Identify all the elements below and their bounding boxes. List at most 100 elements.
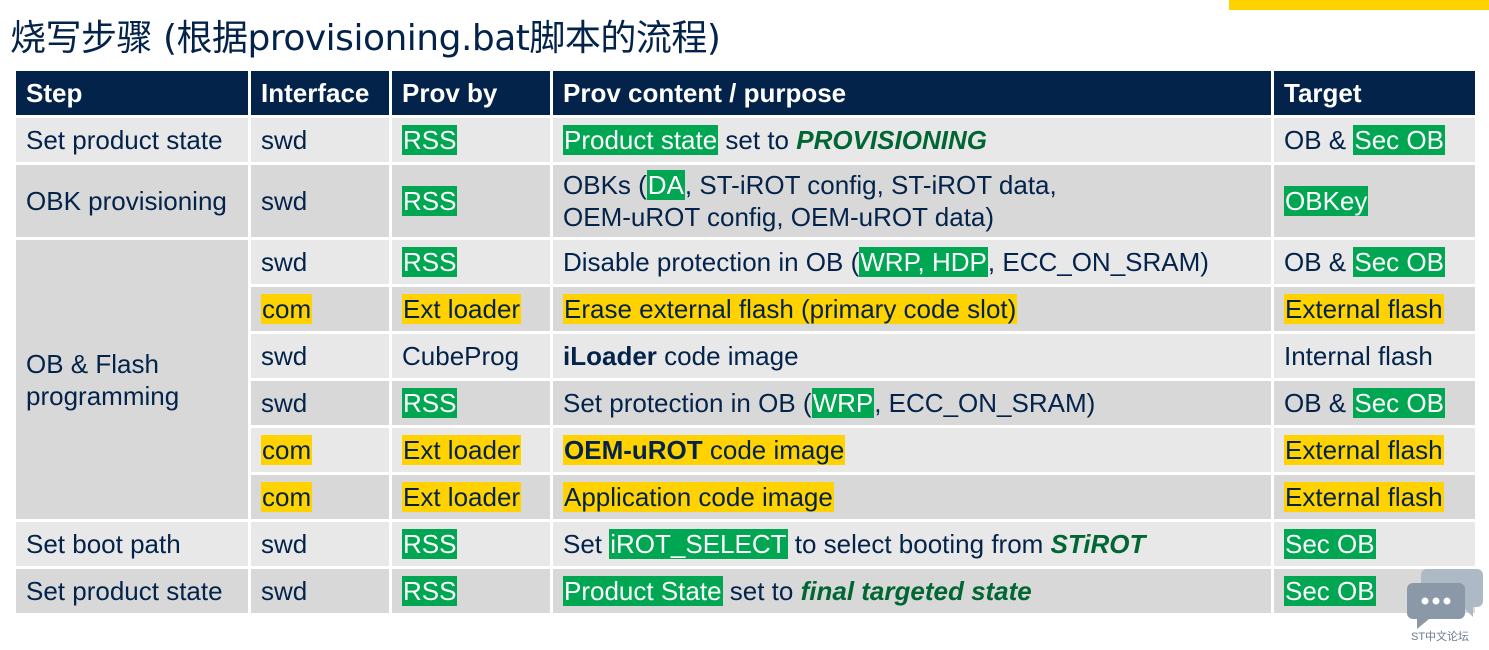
interface-cell: com [248, 472, 392, 522]
prov-by-cell: RSS [389, 566, 553, 616]
target-cell: External flash [1271, 284, 1478, 334]
table-row: swd RSS Set protection in OB (WRP, ECC_O… [15, 378, 1478, 428]
prov-by-highlight: Ext loader [402, 481, 522, 512]
target-cell: External flash [1271, 472, 1478, 522]
content-highlight: Product state [563, 124, 719, 155]
content-cell: Product State set to final targeted stat… [550, 566, 1274, 616]
table-header-row: Step Interface Prov by Prov content / pu… [13, 68, 1478, 118]
page-title: 烧写步骤 (根据provisioning.bat脚本的流程) [10, 18, 721, 59]
content-highlight: OEM-uROT code image [563, 434, 846, 465]
interface-cell: swd [248, 237, 392, 287]
table-row: Set product state swd RSS Product state … [13, 115, 1478, 165]
content-highlight: WRP [811, 387, 875, 418]
target-cell: OB & Sec OB [1271, 115, 1478, 165]
content-bold: iLoader [563, 340, 657, 371]
content-text: , ST-iROT config, ST-iROT data, [684, 170, 1057, 200]
content-text: Set protection in OB ( [563, 387, 812, 418]
content-text: code image [702, 434, 845, 465]
content-text: , ECC_ON_SRAM) [987, 246, 1209, 277]
prov-by-cell: Ext loader [389, 425, 553, 475]
table-row: com Ext loader Application code image Ex… [15, 472, 1478, 522]
step-cell: OBK provisioning [13, 162, 251, 240]
content-text: set to [718, 124, 797, 155]
table-row: OB & Flash programming swd RSS Disable p… [13, 237, 1478, 522]
col-header-prov-by: Prov by [389, 68, 553, 118]
interface-cell: swd [248, 566, 392, 616]
interface-highlight: com [261, 293, 313, 324]
target-highlight: OBKey [1284, 185, 1369, 216]
table-row: com Ext loader OEM-uROT code image Exter… [15, 425, 1478, 475]
watermark-text: ST中文论坛 [1411, 631, 1470, 643]
interface-highlight: com [261, 481, 313, 512]
content-highlight: DA [646, 170, 685, 200]
table-row: swd CubeProg iLoader code image Internal… [15, 331, 1478, 381]
step-cell: Set product state [13, 566, 251, 616]
target-highlight: Sec OB [1353, 124, 1445, 155]
prov-by-highlight: Ext loader [402, 293, 522, 324]
prov-by-highlight: RSS [402, 185, 458, 216]
content-text: OBKs ( [563, 170, 647, 200]
interface-cell: swd [248, 162, 392, 240]
content-cell: iLoader code image [550, 331, 1274, 381]
content-cell: OBKs (DA, ST-iROT config, ST-iROT data,O… [550, 162, 1274, 240]
prov-by-highlight: Ext loader [402, 434, 522, 465]
content-text: to select booting from [787, 528, 1051, 559]
content-highlight: Product State [563, 575, 723, 606]
target-highlight: External flash [1284, 293, 1444, 324]
interface-cell: swd [248, 519, 392, 569]
target-text: OB & [1284, 387, 1354, 418]
col-header-interface: Interface [248, 68, 392, 118]
prov-by-highlight: RSS [402, 124, 458, 155]
table-row: OBK provisioning swd RSS OBKs (DA, ST-iR… [13, 162, 1478, 240]
content-cell: Application code image [550, 472, 1274, 522]
content-highlight: iROT_SELECT [609, 528, 788, 559]
target-text: OB & [1284, 124, 1354, 155]
target-highlight: External flash [1284, 434, 1444, 465]
prov-by-cell: RSS [389, 237, 553, 287]
target-highlight: Sec OB [1284, 528, 1376, 559]
content-text: set to [722, 575, 801, 606]
target-text: OB & [1284, 246, 1354, 277]
content-cell: Erase external flash (primary code slot) [550, 284, 1274, 334]
content-text: OEM-uROT config, OEM-uROT data) [563, 202, 995, 232]
content-text: code image [656, 340, 799, 371]
target-cell: External flash [1271, 425, 1478, 475]
content-bold: OEM-uROT [564, 434, 703, 465]
table-row: com Ext loader Erase external flash (pri… [15, 284, 1478, 334]
prov-by-cell: Ext loader [389, 284, 553, 334]
step-cell: Set product state [13, 115, 251, 165]
content-text: Disable protection in OB ( [563, 246, 860, 277]
prov-by-cell: CubeProg [389, 331, 553, 381]
prov-by-highlight: RSS [402, 575, 458, 606]
table-row: Set boot path swd RSS Set iROT_SELECT to… [13, 519, 1478, 569]
prov-by-highlight: RSS [402, 387, 458, 418]
prov-by-highlight: RSS [402, 246, 458, 277]
prov-by-cell: RSS [389, 378, 553, 428]
target-highlight: Sec OB [1353, 246, 1445, 277]
col-header-content: Prov content / purpose [550, 68, 1274, 118]
step-label: OB & Flash programming [26, 348, 180, 411]
prov-by-highlight: RSS [402, 528, 458, 559]
step-cell: Set boot path [13, 519, 251, 569]
chat-bubble-icon [1407, 569, 1483, 629]
prov-by-cell: RSS [389, 115, 553, 165]
target-highlight: Sec OB [1353, 387, 1445, 418]
target-highlight: Sec OB [1284, 575, 1376, 606]
content-highlight: Erase external flash (primary code slot) [563, 293, 1018, 324]
content-highlight: WRP, HDP [859, 246, 988, 277]
content-emphasis: PROVISIONING [796, 124, 987, 155]
target-highlight: External flash [1284, 481, 1444, 512]
target-cell: OBKey [1271, 162, 1478, 240]
col-header-target: Target [1271, 68, 1478, 118]
table-row: Set product state swd RSS Product State … [13, 566, 1478, 616]
content-highlight: Application code image [563, 481, 834, 512]
content-text: , ECC_ON_SRAM) [874, 387, 1096, 418]
prov-by-cell: RSS [389, 162, 553, 240]
content-emphasis: STiROT [1050, 528, 1146, 559]
content-cell: Set protection in OB (WRP, ECC_ON_SRAM) [550, 378, 1274, 428]
top-accent-bar [1229, 0, 1489, 10]
interface-cell: com [248, 425, 392, 475]
prov-by-cell: RSS [389, 519, 553, 569]
prov-by-cell: Ext loader [389, 472, 553, 522]
content-text: Set [563, 528, 610, 559]
